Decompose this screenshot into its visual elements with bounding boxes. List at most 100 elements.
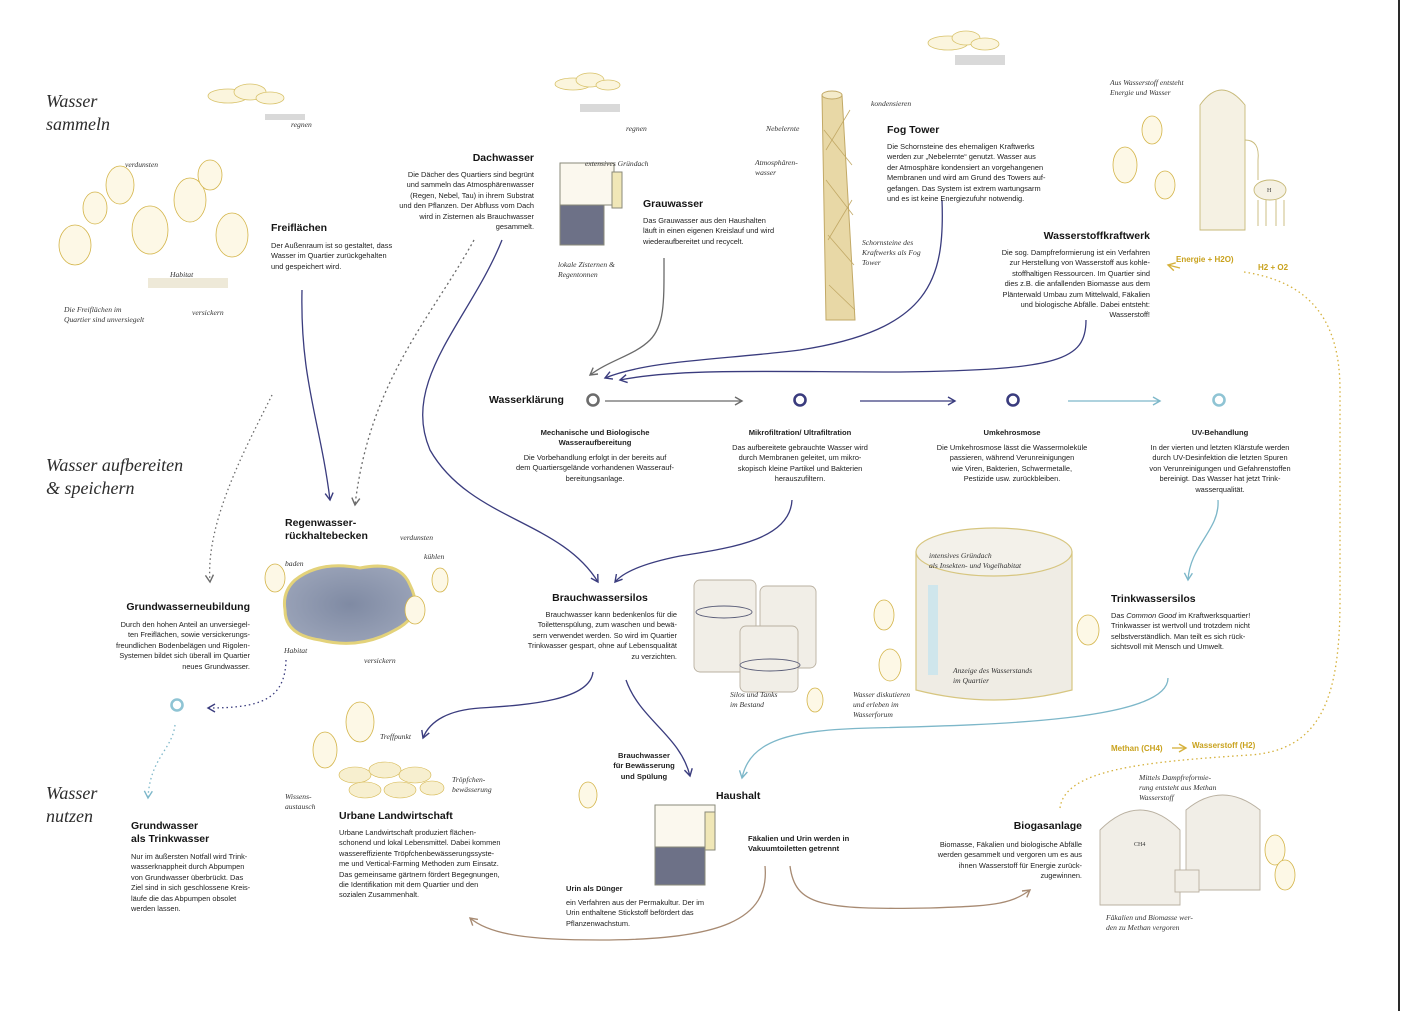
trees-illustration (1112, 115, 1176, 200)
stage-circle-uv (1212, 393, 1226, 407)
biogas-title: Biogasanlage (1013, 820, 1082, 832)
arrow-dach-becken (351, 239, 475, 507)
stage-circle-klaerung (586, 393, 600, 407)
brauchsilos-text: Brauchwasser kann bedenkenlos für die To… (527, 610, 677, 661)
trinksilos-text-b: im Kraftwerksquartier! Trinkwasser ist w… (1111, 611, 1251, 652)
biogas-text: Biomasse, Fäkalien und biologische Abfäl… (937, 840, 1082, 881)
uv-title: UV-Behandlung (1191, 428, 1249, 437)
arrow-energie-left (1166, 262, 1181, 272)
fogtower-title: Fog Tower (887, 124, 940, 136)
trinksilos-text-a: Das (1111, 611, 1127, 620)
trees-illustration (58, 159, 249, 266)
urin-text: ein Verfahren aus der Permakultur. Der i… (566, 898, 705, 928)
h2o2-label: H2 + O2 (1258, 263, 1289, 272)
label-wissens: Wissens- austausch (285, 792, 316, 811)
trees-illustration (578, 781, 1296, 891)
stage-circle-grundwasser (170, 698, 184, 712)
grundtrink-title: Grundwasser als Trinkwasser (131, 820, 210, 845)
umkehr-text: Die Umkehrosmose lässt die Wassermolekül… (936, 443, 1088, 484)
retention-pool (283, 564, 417, 645)
trinksilos-title: Trinkwassersilos (1111, 593, 1196, 605)
mechanisch-title: Mechanische und Biologische Wasseraufber… (540, 428, 650, 448)
label-kondensieren: kondensieren (871, 99, 912, 108)
section-title-treat: Wasser aufbereiten & speichern (46, 455, 184, 498)
grundneu-text: Durch den hohen Anteil an unversiegel- t… (116, 620, 250, 671)
trinksilos-text-em: Common Good (1126, 611, 1177, 620)
freiflaechen-title: Freiflächen (271, 222, 328, 234)
label-kuehlen: kühlen (424, 552, 445, 561)
label-verdunsten-1: verdunsten (125, 160, 159, 169)
brauchbew-label: Brauchwasser für Bewässerung und Spülung (613, 751, 675, 781)
arrow-grau-klaerung (588, 257, 665, 376)
label-regnen-1: regnen (291, 120, 312, 129)
grauwasser-title: Grauwasser (643, 198, 704, 210)
dachwasser-text: Die Dächer des Quartiers sind begrünt un… (399, 170, 534, 232)
arrow-becken-grund (206, 659, 287, 713)
arrow-brauch-landwirtschaft (421, 671, 594, 740)
label-ch4: CH4 (1134, 842, 1146, 848)
label-h2-note: Aus Wasserstoff entsteht Energie und Was… (1110, 78, 1184, 97)
arrow-uv-trink (1183, 499, 1219, 582)
label-troepfchen: Tröpfchen- bewässerung (452, 775, 492, 794)
haushalt-title: Haushalt (716, 790, 761, 802)
mechanisch-text: Die Vorbehandlung erfolgt in der bereits… (516, 453, 674, 483)
regenwasser-title: Regenwasser- rückhaltebecken (285, 517, 368, 542)
label-freiflaechen-note: Die Freiflächen im Quartier sind unversi… (64, 305, 145, 324)
label-baden: baden (285, 559, 304, 568)
wasserstoff-title: Wasserstoffkraftwerk (1043, 230, 1150, 242)
label-diskutieren: Wasser diskutieren und erleben im Wasser… (853, 690, 911, 719)
wasserklaerung-title: Wasserklärung (489, 394, 564, 406)
freiflaechen-text: Der Außenraum ist so gestaltet, dass Was… (271, 241, 393, 271)
label-verdunsten-2: verdunsten (400, 533, 434, 542)
label-nebelernte: Nebelernte (766, 124, 800, 133)
label-anzeige: Anzeige des Wasserstands im Quartier (953, 666, 1033, 685)
label-zisternen: lokale Zisternen & Regentonnen (558, 260, 615, 279)
trees-illustration (806, 599, 1100, 713)
arrow-h2-klaerung (618, 319, 1087, 384)
label-treffpunkt: Treffpunkt (380, 732, 411, 741)
label-faek-bio: Fäkalien und Biomasse wer- den zu Methan… (1106, 913, 1193, 932)
label-versickern-2: versickern (364, 656, 396, 665)
label-h2-tag: H (1267, 188, 1272, 194)
landwirtschaft-text: Urbane Landwirtschaft produziert flächen… (339, 828, 501, 900)
faekalien-label: Fäkalien und Urin werden in Vakuumtoilet… (748, 834, 850, 854)
stage-circle-umkehr (1006, 393, 1020, 407)
page-border (1398, 0, 1400, 1011)
arrow-brauch-haushalt (625, 679, 693, 778)
cloud-icon (207, 83, 285, 105)
arrow-dach-brauch (422, 239, 599, 584)
energie-label: Energie + H2O) (1176, 255, 1234, 264)
label-dampf: Mittels Dampfreformie- rung entsteht aus… (1139, 773, 1217, 802)
brauchsilos-title: Brauchwassersilos (552, 592, 648, 604)
section-title-collect: Wasser sammeln (46, 91, 110, 134)
hydrogen-plant-illustration (1199, 89, 1287, 231)
stage-circle-mikro (793, 393, 807, 407)
label-intensiv: intensives Gründach als Insekten- und Vo… (929, 551, 1022, 570)
grass-strip (148, 278, 228, 288)
arrow-trink-haushalt (738, 677, 1169, 780)
grundtrink-text: Nur im äußersten Notfall wird Trink- was… (131, 852, 251, 914)
household-illustration (654, 804, 716, 886)
mikro-title: Mikrofiltration/ Ultrafiltration (748, 428, 852, 437)
crops-field (338, 761, 445, 799)
trees-illustration (264, 563, 449, 769)
drinking-silo-illustration (915, 527, 1073, 701)
label-habitat-1: Habitat (170, 270, 194, 279)
umkehr-title: Umkehrosmose (983, 428, 1041, 437)
grauwasser-text: Das Grauwasser aus den Haushalten läuft … (643, 216, 775, 246)
silos-illustration (693, 579, 817, 693)
arrow-freiflaechen-grund (204, 394, 273, 584)
arrow-fog-klaerung (603, 199, 943, 380)
dachwasser-title: Dachwasser (472, 152, 534, 164)
house-illustration (559, 162, 623, 246)
section-title-use: Wasser nutzen (46, 783, 98, 826)
arrow-haushalt-biogas (789, 865, 1032, 909)
fogtower-text: Die Schornsteine des ehemaligen Kraftwer… (887, 142, 1046, 204)
wasserstoff-h2-label: Wasserstoff (H2) (1192, 741, 1256, 750)
label-atmos: Atmosphären- wasser (755, 158, 798, 177)
grundneu-title: Grundwasserneubildung (126, 601, 250, 613)
cloud-icon (927, 30, 1000, 51)
label-habitat-2: Habitat (284, 646, 308, 655)
arrow-grund-trink (143, 724, 176, 800)
